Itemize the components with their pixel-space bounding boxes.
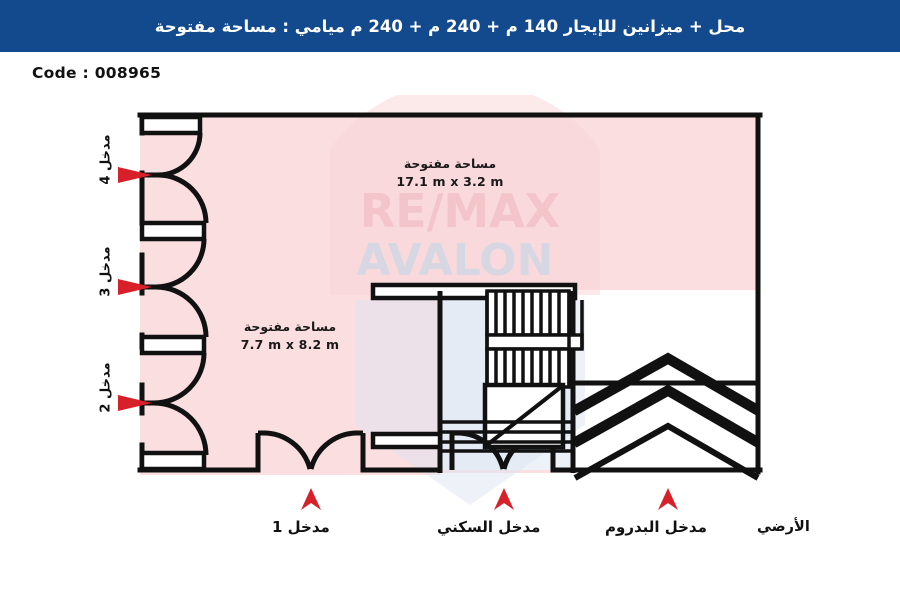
side-entrance-label-3: مدخل 3 bbox=[98, 246, 114, 297]
room-label-open-area-2: مساحة مفتوحة 7.7 m x 8.2 m bbox=[190, 318, 390, 354]
room-name-2: مساحة مفتوحة bbox=[243, 319, 337, 334]
entrance-arrows-left bbox=[118, 167, 152, 411]
arrow-entrance-1 bbox=[301, 488, 321, 510]
property-code: Code : 008965 bbox=[32, 64, 162, 82]
arrow-entrance-3 bbox=[118, 279, 152, 295]
wall-recess-bottom bbox=[139, 450, 207, 472]
room-dims-1: 17.1 m x 3.2 m bbox=[396, 174, 504, 190]
elevator-shaft bbox=[482, 382, 566, 450]
basement-ramp-chevrons bbox=[573, 357, 760, 481]
room-name-1: مساحة مفتوحة bbox=[403, 156, 497, 171]
side-entrance-label-4: مدخل 4 bbox=[98, 134, 114, 185]
side-entrance-label-2: مدخل 2 bbox=[98, 362, 114, 413]
watermark-line2: AVALON bbox=[357, 235, 554, 286]
left-wall-openings bbox=[139, 114, 209, 472]
core-steps bbox=[440, 420, 573, 453]
floor-level-label: الأرضي bbox=[757, 519, 810, 535]
room-dims-2: 7.7 m x 8.2 m bbox=[240, 337, 340, 353]
page-title: محل + ميزانين للإيجار 140 م + 240 م + 24… bbox=[154, 16, 746, 36]
arrow-basement-entrance bbox=[658, 488, 678, 510]
wall-recess-mid bbox=[139, 220, 207, 242]
bottom-entrance-label-residential: مدخل السكني bbox=[437, 518, 541, 536]
floor-plan-drawing: RE/MAX AVALON bbox=[0, 95, 900, 565]
ramp-area-fill bbox=[575, 290, 758, 470]
bottom-entrance-label-1: مدخل 1 bbox=[272, 518, 330, 536]
arrow-residential-entrance bbox=[494, 488, 514, 510]
entrance-arrows-bottom bbox=[301, 488, 678, 510]
watermark-line1: RE/MAX bbox=[360, 184, 561, 238]
plan-svg: RE/MAX AVALON bbox=[118, 95, 763, 510]
wall-recess-low bbox=[139, 334, 207, 356]
arrow-entrance-2 bbox=[118, 395, 152, 411]
header-bar: محل + ميزانين للإيجار 140 م + 240 م + 24… bbox=[0, 0, 900, 52]
basement-ramp-chevrons-2 bbox=[573, 352, 760, 443]
entrance-1-doors bbox=[255, 430, 366, 470]
arrow-entrance-4 bbox=[118, 167, 152, 183]
door-arc-2a bbox=[155, 284, 209, 338]
wall-recess-top bbox=[139, 114, 203, 136]
door-arc-3a bbox=[157, 172, 209, 224]
room-label-open-area-1: مساحة مفتوحة 17.1 m x 3.2 m bbox=[330, 155, 570, 191]
remax-watermark: RE/MAX AVALON bbox=[330, 95, 600, 505]
staircase bbox=[485, 289, 584, 389]
bottom-entrance-label-basement: مدخل البدروم bbox=[605, 518, 707, 536]
